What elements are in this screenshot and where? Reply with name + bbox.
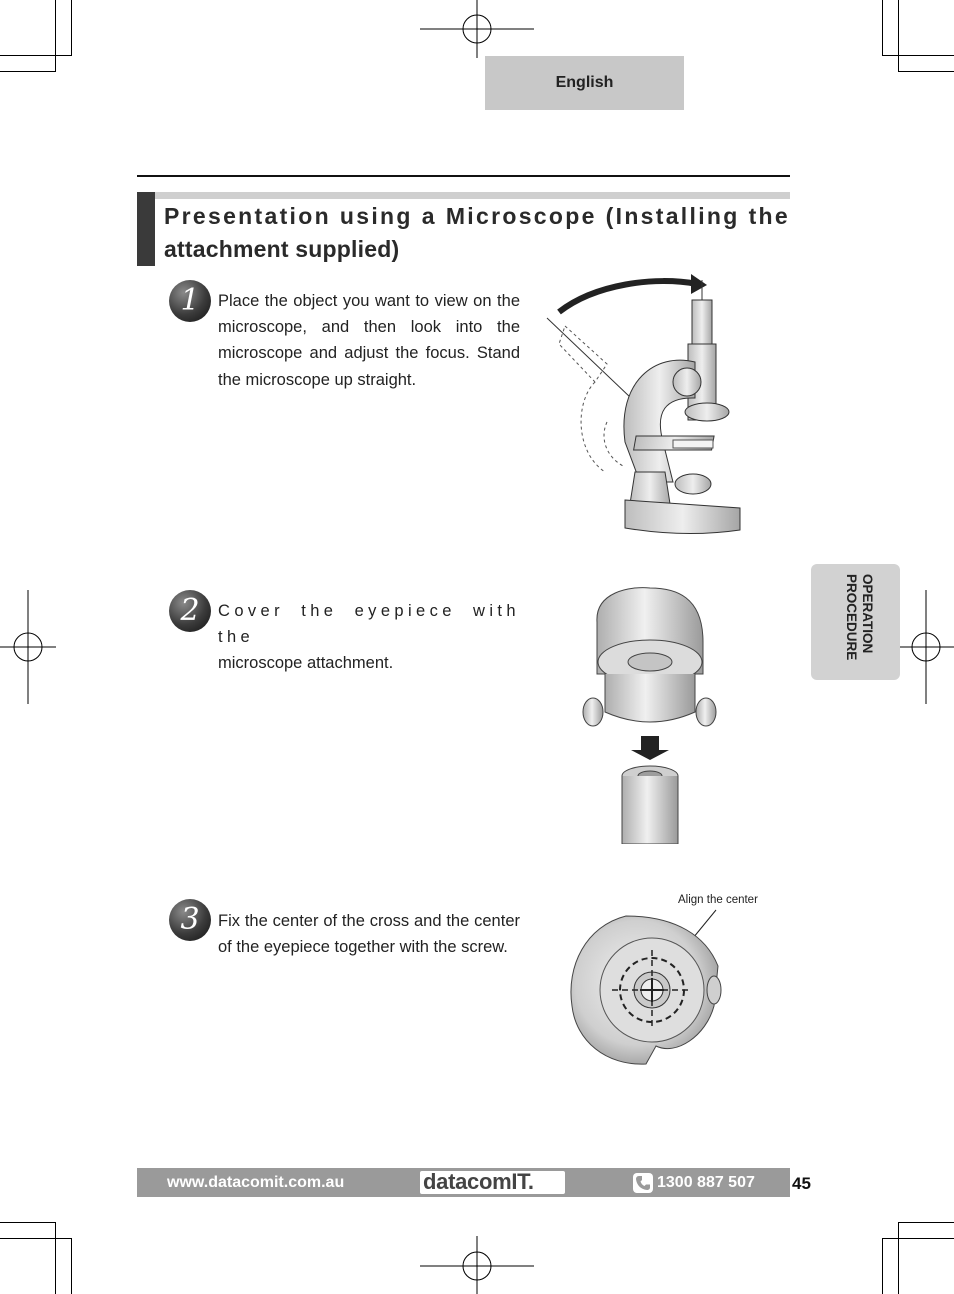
top-rule: [137, 175, 790, 177]
step-1-number: 1: [180, 283, 200, 318]
step-3-text: Fix the center of the cross and the cent…: [218, 912, 520, 957]
step-3-badge: 3: [169, 899, 211, 941]
title-bar: [137, 192, 790, 266]
step-1-badge: 1: [169, 280, 211, 322]
step-2-number: 2: [180, 593, 200, 628]
footer-logo: datacomIT.: [420, 1169, 565, 1194]
step-2-badge: 2: [169, 590, 211, 632]
step-2-line-2: microscope attachment.: [218, 654, 394, 673]
step-3-number: 3: [180, 902, 200, 937]
title-line-1: Presentation using a Microscope (Install…: [164, 203, 790, 229]
side-tab-line-1: OPERATION: [860, 574, 875, 654]
microscope-illustration: [546, 274, 741, 535]
page-number: 45: [792, 1174, 811, 1193]
side-tab-line-2: PROCEDURE: [844, 574, 859, 661]
page-title: Presentation using a Microscope (Install…: [164, 200, 790, 266]
section-side-tab: OPERATION PROCEDURE: [811, 564, 900, 680]
language-label: English: [555, 74, 614, 91]
attachment-illustration: [582, 587, 717, 844]
step-2-line-1: Cover the eyepiece with the: [218, 602, 520, 647]
phone-icon: [633, 1173, 653, 1193]
footer-url[interactable]: www.datacomit.com.au: [167, 1174, 345, 1191]
step-1-text: Place the object you want to view on the…: [218, 292, 520, 389]
crosshair-illustration: [570, 909, 722, 1065]
footer-logo-text: datacomIT.: [423, 1169, 534, 1194]
align-center-label: Align the center: [678, 894, 758, 906]
footer-bar: www.datacomit.com.au datacomIT. 1300 887…: [137, 1168, 790, 1197]
title-line-2: attachment supplied): [164, 236, 400, 262]
step-2-text: Cover the eyepiece with the microscope a…: [218, 598, 520, 677]
title-accent-strip: [155, 192, 790, 199]
title-accent-block: [137, 192, 155, 266]
language-tab: English: [485, 56, 684, 110]
footer-phone: 1300 887 507: [657, 1174, 755, 1191]
